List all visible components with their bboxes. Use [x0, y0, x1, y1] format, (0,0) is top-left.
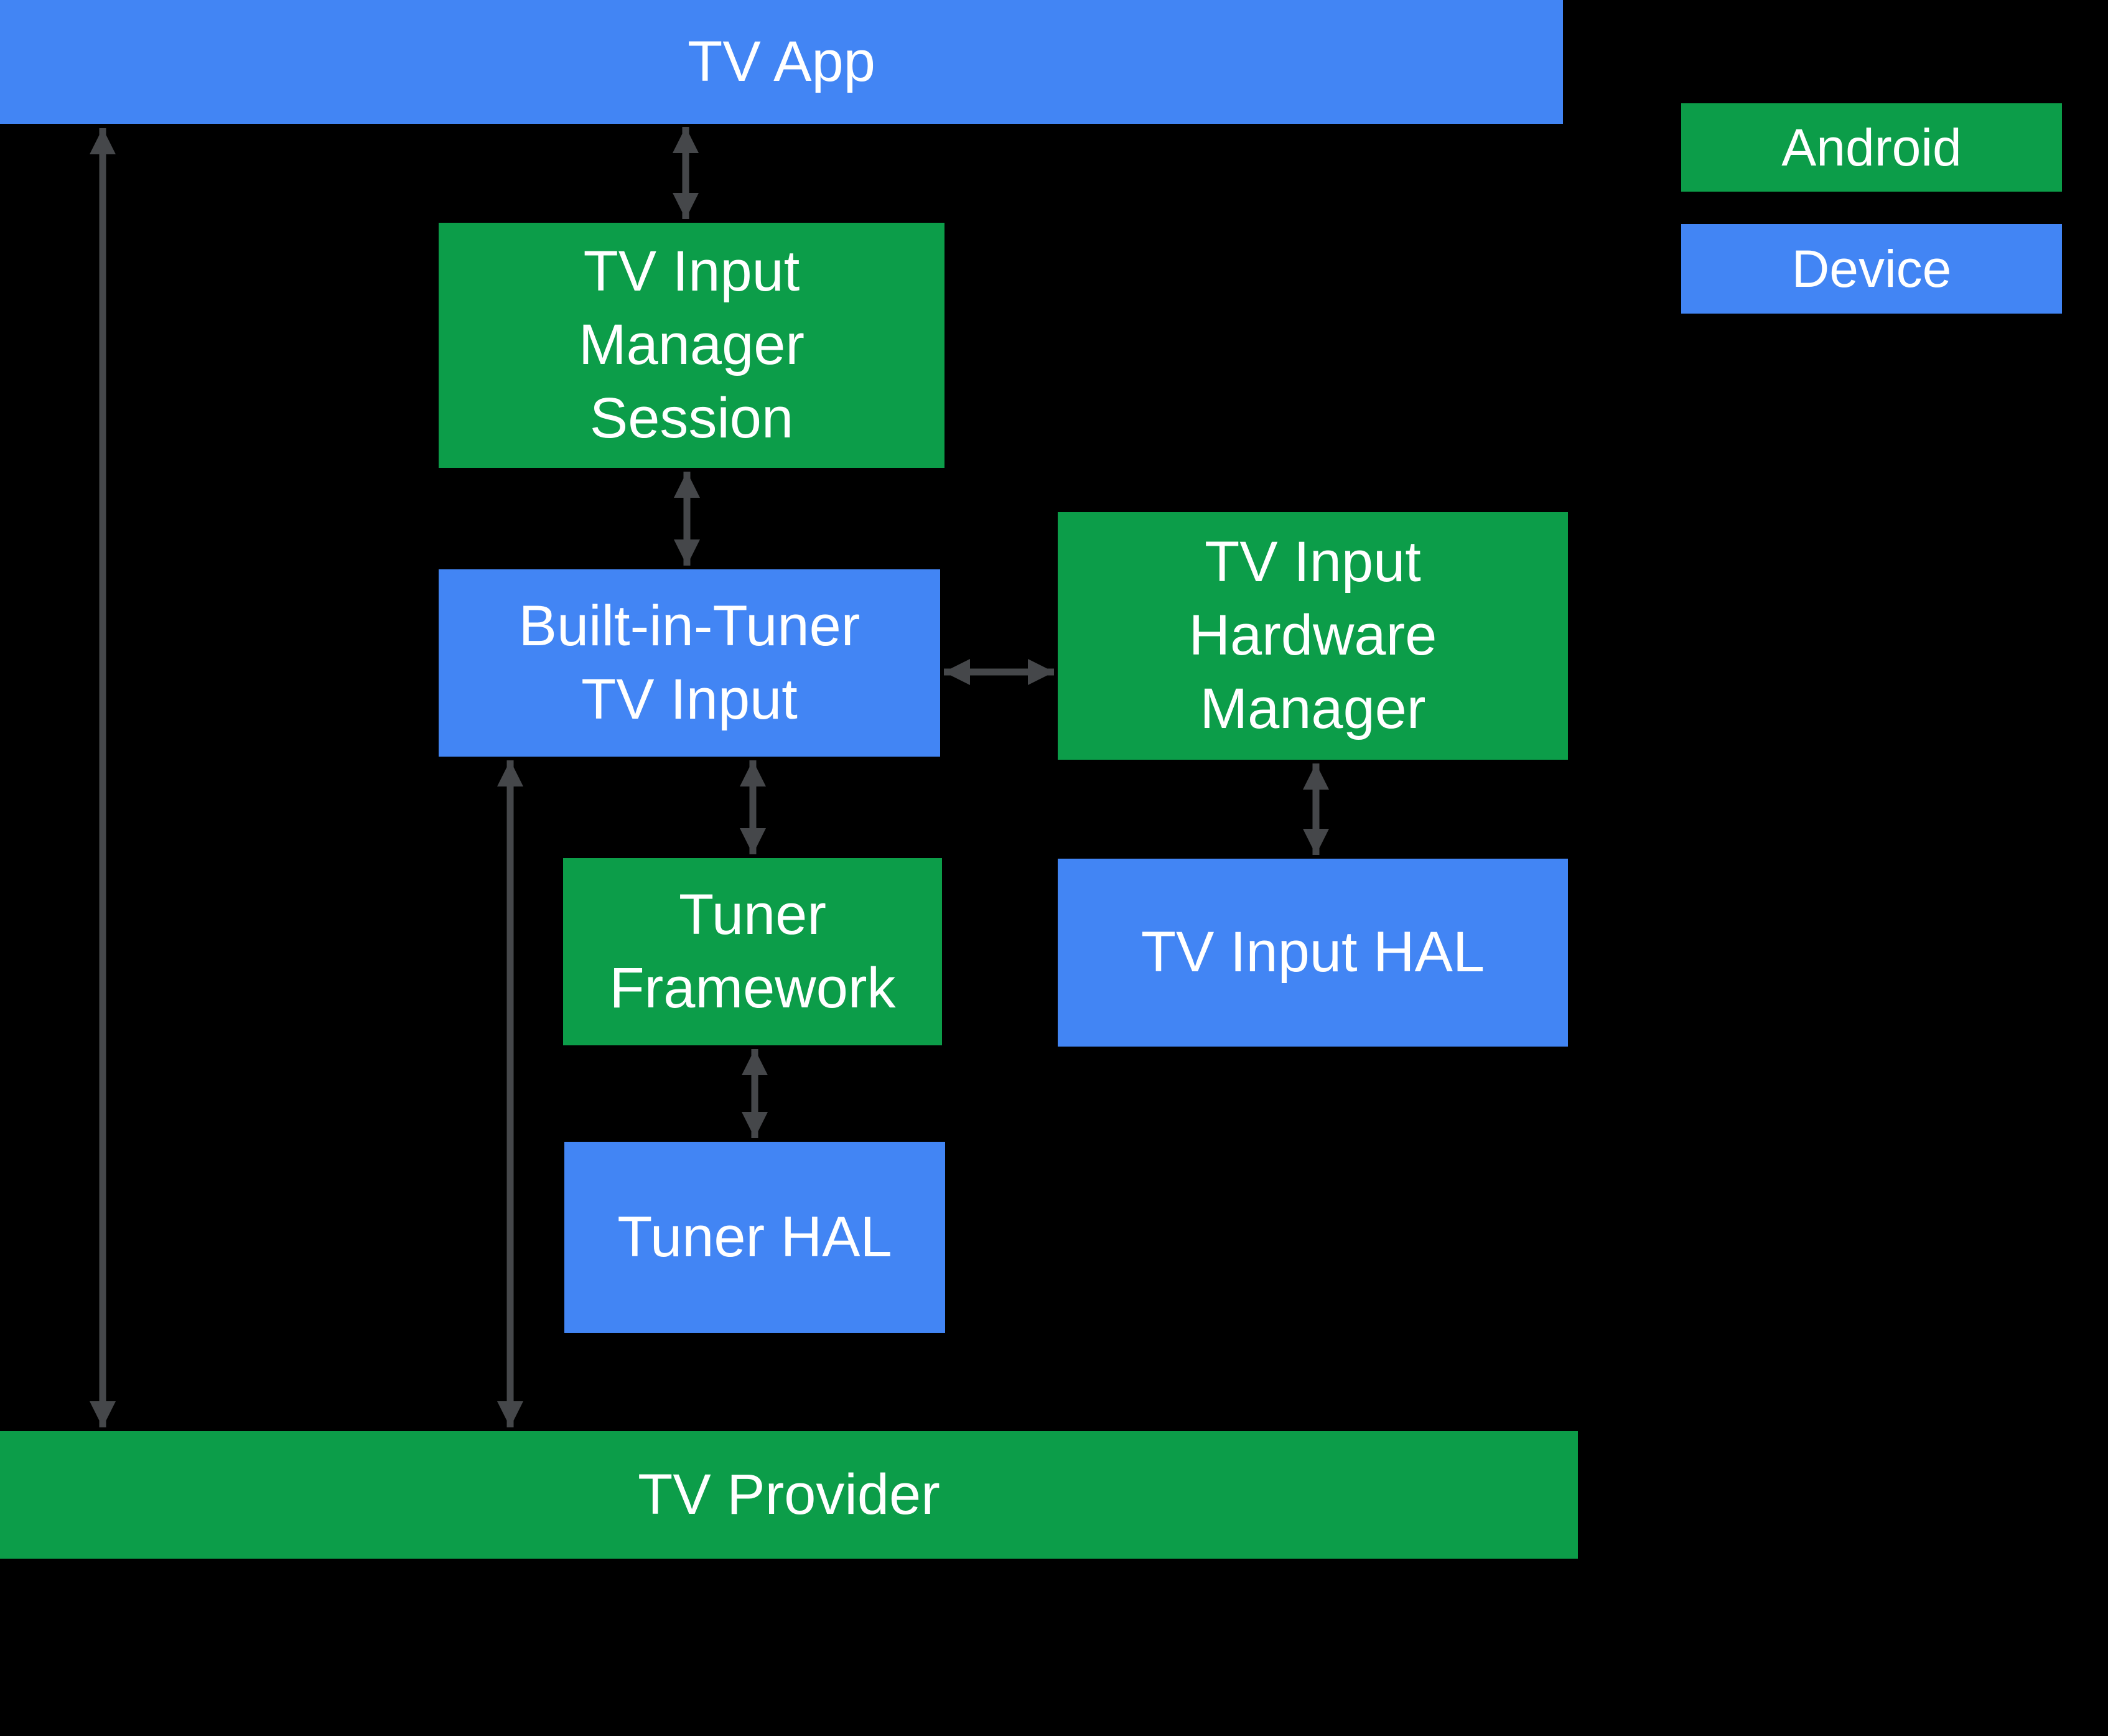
node-tv-input-hal: TV Input HAL — [1058, 859, 1568, 1047]
legend-device: Device — [1681, 224, 2062, 314]
node-built-in-tuner-tv-input: Built-in-Tuner TV Input — [439, 569, 940, 757]
node-tuner-hal: Tuner HAL — [564, 1142, 945, 1333]
node-tuner-framework: Tuner Framework — [563, 858, 942, 1045]
node-tv-provider: TV Provider — [0, 1431, 1578, 1559]
node-tv-input-hardware-manager: TV Input Hardware Manager — [1058, 512, 1568, 760]
node-tv-app: TV App — [0, 0, 1563, 124]
legend-android: Android — [1681, 103, 2062, 192]
node-tv-input-manager-session: TV Input Manager Session — [439, 223, 944, 468]
